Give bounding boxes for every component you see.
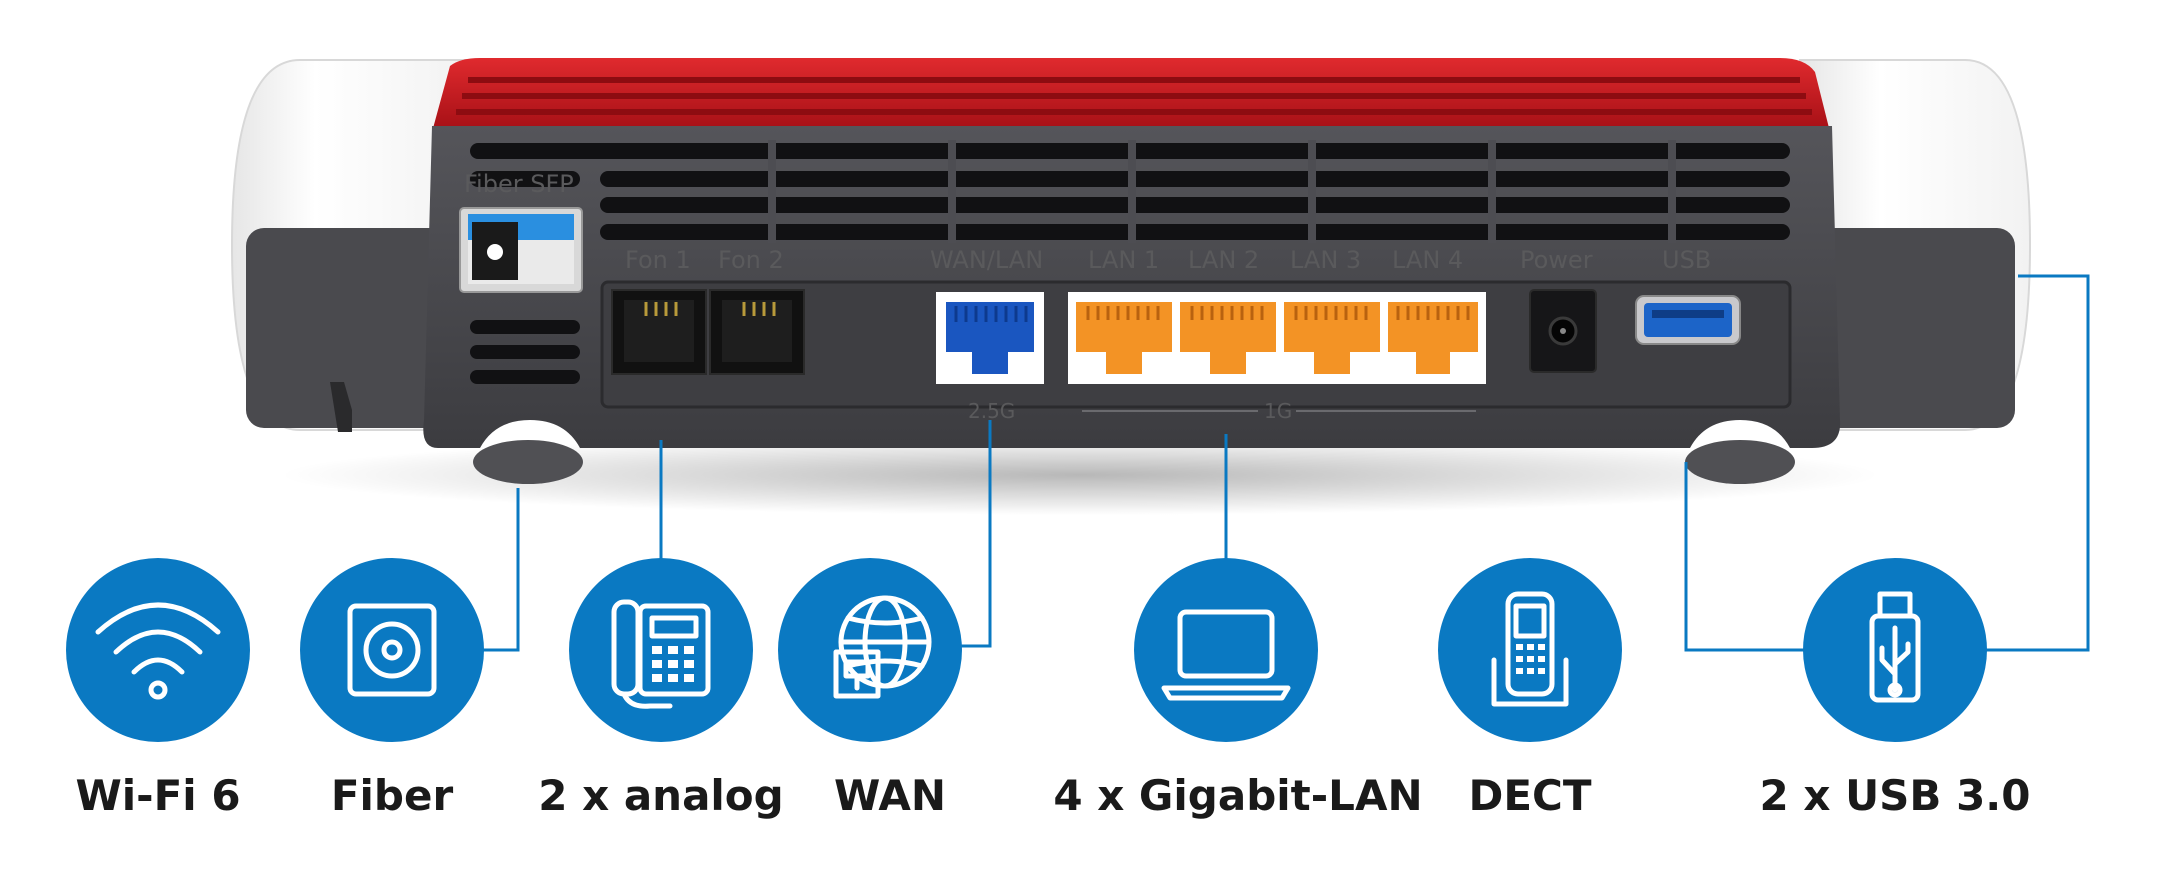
- callout-wan: [948, 420, 992, 648]
- feature-wan: [778, 558, 962, 742]
- feature-label-usb: 2 x USB 3.0: [1760, 771, 2031, 820]
- fon2-port: [709, 289, 805, 375]
- laptop-icon: [1161, 609, 1291, 701]
- label-speed-1g: 1G: [1264, 399, 1292, 423]
- left-foot: [473, 440, 583, 484]
- dect-handset-icon: [1491, 591, 1569, 707]
- feature-label-dect: DECT: [1468, 771, 1591, 820]
- feature-analog: [569, 558, 753, 742]
- usb-port: [1635, 295, 1741, 345]
- feature-usb: [1803, 558, 1987, 742]
- cable-clip: [330, 382, 352, 432]
- feature-dect: [1438, 558, 1622, 742]
- floor-shadow: [280, 435, 1880, 515]
- label-wan-lan: WAN/LAN: [930, 246, 1043, 274]
- feature-label-lan: 4 x Gigabit-LAN: [1053, 771, 1422, 820]
- callout-usb-left: [1684, 462, 1805, 652]
- label-lan4: LAN 4: [1392, 246, 1463, 274]
- feature-labels: Wi-Fi 6 Fiber 2 x analog WAN 4 x Gigabit…: [75, 771, 2030, 820]
- label-lan3: LAN 3: [1290, 246, 1361, 274]
- label-power: Power: [1520, 246, 1593, 274]
- red-cover-ribs: [456, 77, 1812, 115]
- callout-lines: [442, 274, 2090, 652]
- right-foot: [1685, 440, 1795, 484]
- lan4-port: [1388, 302, 1478, 374]
- phone-icon: [611, 599, 711, 709]
- feature-label-analog: 2 x analog: [538, 771, 783, 820]
- wan-lan-port: [936, 292, 1044, 384]
- callout-usb-right: [1985, 274, 2090, 652]
- label-fon1: Fon 1: [625, 246, 691, 274]
- label-lan2: LAN 2: [1188, 246, 1259, 274]
- fon1-port: [611, 289, 707, 375]
- fiber-icon: [347, 603, 437, 697]
- lan2-port: [1180, 302, 1276, 374]
- label-lan1: LAN 1: [1088, 246, 1159, 274]
- lan1-port: [1076, 302, 1172, 374]
- globe-icon: [833, 595, 932, 699]
- vent-dividers: [768, 140, 1676, 243]
- label-fiber-sfp: Fiber SFP: [464, 170, 574, 198]
- feature-label-wan: WAN: [834, 771, 946, 820]
- label-usb: USB: [1662, 246, 1711, 274]
- left-vent-slots: [470, 320, 580, 384]
- feature-icons: [66, 558, 1987, 742]
- left-side-bumper: [246, 228, 466, 428]
- usb-icon: [1869, 591, 1921, 703]
- feature-label-fiber: Fiber: [331, 771, 454, 820]
- power-port: [1529, 289, 1597, 373]
- wifi-icon: [95, 602, 221, 700]
- router-device: Fiber SFP Fon 1 Fon 2 WAN/LAN LAN 1 LAN …: [230, 58, 2032, 484]
- label-speed-2-5g: 2.5G: [968, 399, 1015, 423]
- label-fon2: Fon 2: [718, 246, 784, 274]
- fiber-sfp-port: [459, 207, 583, 293]
- right-side-bumper: [1810, 228, 2015, 428]
- feature-wifi: [66, 558, 250, 742]
- lan3-port: [1284, 302, 1380, 374]
- feature-fiber: [300, 558, 484, 742]
- feature-lan: [1134, 558, 1318, 742]
- feature-label-wifi: Wi-Fi 6: [75, 771, 240, 820]
